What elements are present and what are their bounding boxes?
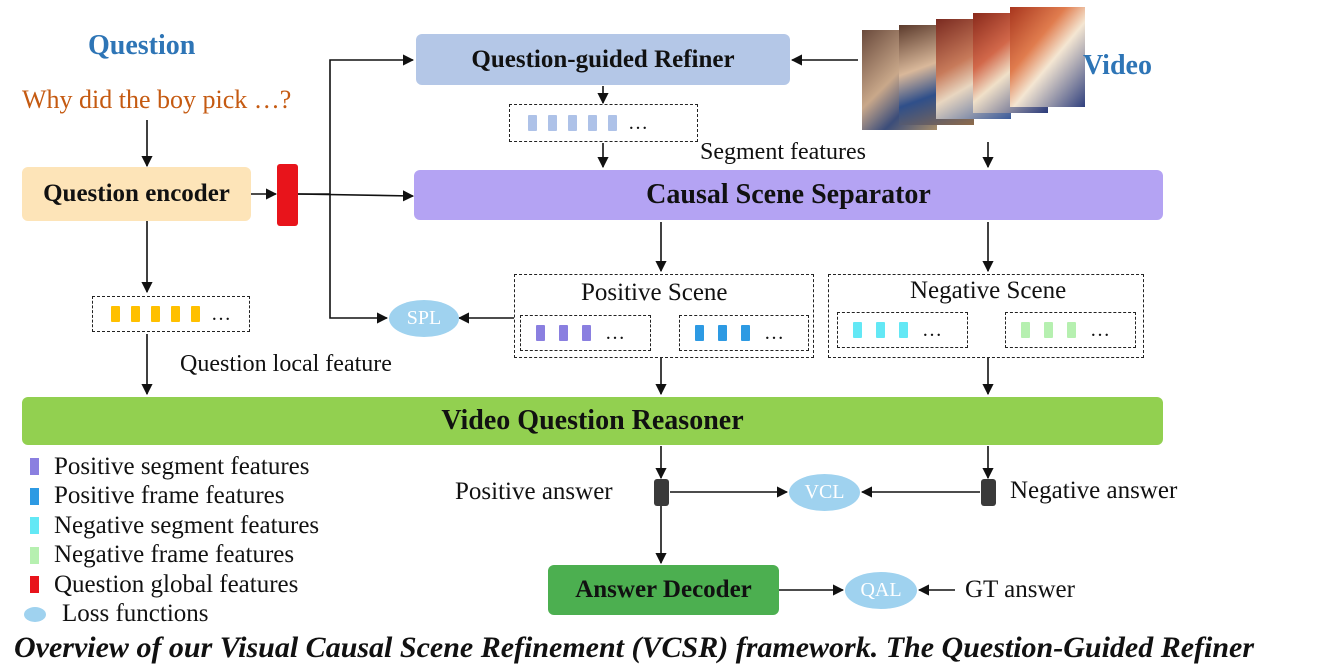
legend-label: Positive segment features xyxy=(54,452,310,480)
negative-frame-chip xyxy=(1067,322,1076,338)
question-guided-refiner-box: Question-guided Refiner xyxy=(416,34,790,85)
positive-answer-label: Positive answer xyxy=(455,478,613,505)
negative-frame-chip xyxy=(1021,322,1030,338)
negative-segment-chip xyxy=(853,322,862,338)
question-local-chip xyxy=(191,306,200,322)
positive-frame-features: … xyxy=(679,315,809,351)
answer-decoder-box: Answer Decoder xyxy=(548,565,779,615)
question-encoder-box: Question encoder xyxy=(22,167,251,221)
vcl-loss: VCL xyxy=(789,474,860,511)
legend-item-loss-functions: Loss functions xyxy=(24,600,319,630)
positive-frame-chip xyxy=(741,325,750,341)
video-frames-image xyxy=(862,5,1085,135)
legend: Positive segment features Positive frame… xyxy=(24,452,319,630)
legend-label: Negative frame features xyxy=(54,541,295,569)
legend-swatch xyxy=(30,576,39,594)
positive-segment-chip xyxy=(536,325,545,341)
qal-loss-label: QAL xyxy=(860,579,902,601)
spl-loss-label: SPL xyxy=(406,307,442,329)
negative-frame-features: … xyxy=(1005,312,1136,348)
question-global-feature-bar xyxy=(277,164,298,226)
segment-feature-chip xyxy=(528,115,537,131)
negative-scene-group: Negative Scene … … xyxy=(828,274,1144,358)
video-question-reasoner-box: Video Question Reasoner xyxy=(22,397,1163,445)
video-label: Video xyxy=(1083,50,1152,81)
segment-feature-chip xyxy=(608,115,617,131)
question-local-chip xyxy=(131,306,140,322)
legend-label: Question global features xyxy=(54,570,299,598)
segment-features-group: … xyxy=(509,104,698,142)
question-local-chip xyxy=(111,306,120,322)
ellipsis: … xyxy=(764,322,784,344)
ellipsis: … xyxy=(211,303,231,325)
vcl-loss-label: VCL xyxy=(804,481,845,503)
question-local-features-group: … xyxy=(92,296,250,332)
segment-feature-chip xyxy=(568,115,577,131)
positive-scene-group: Positive Scene … … xyxy=(514,274,814,358)
ellipsis: … xyxy=(628,112,648,134)
segment-features-label: Segment features xyxy=(700,139,866,165)
question-guided-refiner-label: Question-guided Refiner xyxy=(471,45,735,73)
legend-item-positive-segment: Positive segment features xyxy=(30,452,319,482)
qal-loss: QAL xyxy=(845,572,917,609)
negative-answer-label: Negative answer xyxy=(1010,477,1178,504)
video-question-reasoner-label: Video Question Reasoner xyxy=(441,405,744,436)
legend-label: Loss functions xyxy=(62,600,209,628)
legend-swatch xyxy=(30,487,39,505)
ellipsis: … xyxy=(605,322,625,344)
ellipsis: … xyxy=(922,319,942,341)
legend-swatch xyxy=(24,606,46,622)
spl-loss: SPL xyxy=(389,300,459,337)
negative-answer-node xyxy=(981,479,996,506)
negative-segment-features: … xyxy=(837,312,968,348)
gt-answer-label: GT answer xyxy=(965,576,1075,603)
question-text: Why did the boy pick …? xyxy=(22,85,292,114)
positive-frame-chip xyxy=(695,325,704,341)
causal-scene-separator-label: Causal Scene Separator xyxy=(646,179,931,210)
segment-feature-chip xyxy=(548,115,557,131)
positive-segment-chip xyxy=(559,325,568,341)
legend-item-question-global: Question global features xyxy=(30,570,319,600)
legend-item-negative-frame: Negative frame features xyxy=(30,541,319,571)
legend-label: Negative segment features xyxy=(54,511,320,539)
legend-label: Positive frame features xyxy=(54,482,285,510)
negative-segment-chip xyxy=(899,322,908,338)
question-title: Question xyxy=(88,30,196,61)
negative-segment-chip xyxy=(876,322,885,338)
legend-swatch xyxy=(30,458,39,476)
answer-decoder-label: Answer Decoder xyxy=(575,576,752,603)
causal-scene-separator-box: Causal Scene Separator xyxy=(414,170,1163,220)
question-encoder-label: Question encoder xyxy=(43,180,230,207)
positive-answer-node xyxy=(654,479,669,506)
legend-item-negative-segment: Negative segment features xyxy=(30,511,319,541)
legend-swatch xyxy=(30,517,39,535)
positive-frame-chip xyxy=(718,325,727,341)
question-local-feature-label: Question local feature xyxy=(180,351,392,377)
legend-swatch xyxy=(30,546,39,564)
legend-item-positive-frame: Positive frame features xyxy=(30,482,319,512)
question-local-chip xyxy=(171,306,180,322)
figure-caption-fragment: Overview of our Visual Causal Scene Refi… xyxy=(14,631,1255,664)
segment-feature-chip xyxy=(588,115,597,131)
negative-scene-label: Negative Scene xyxy=(910,277,1067,304)
negative-frame-chip xyxy=(1044,322,1053,338)
positive-scene-label: Positive Scene xyxy=(581,279,728,306)
positive-segment-chip xyxy=(582,325,591,341)
question-local-chip xyxy=(151,306,160,322)
ellipsis: … xyxy=(1090,319,1110,341)
positive-segment-features: … xyxy=(520,315,651,351)
